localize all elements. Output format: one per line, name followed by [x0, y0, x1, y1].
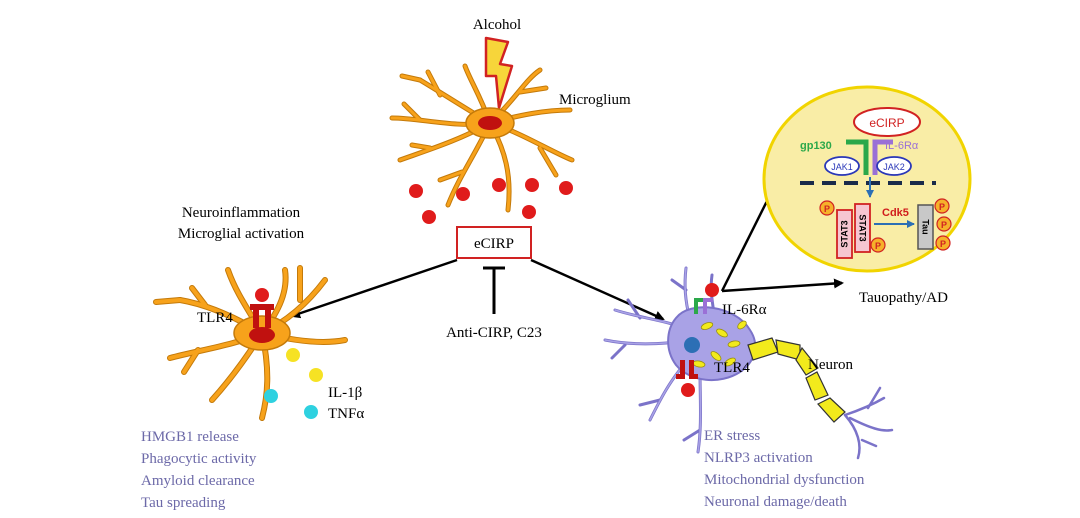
tlr4-receptor-neuron-icon — [676, 360, 698, 379]
neuroinflammation-label: Neuroinflammation — [182, 205, 301, 221]
inset-ecirp-oval — [853, 107, 921, 137]
neuron-effect-item: Mitochondrial dysfunction — [704, 472, 865, 488]
ecirp-bound-dot — [705, 283, 719, 297]
ecirp-bound-dot — [255, 288, 269, 302]
neuron-effect-item: NLRP3 activation — [704, 450, 813, 466]
neuron-effect-item: ER stress — [704, 428, 760, 444]
ecirp-box — [456, 226, 532, 259]
il6ra-receptor-icon — [872, 139, 893, 175]
tau-label: Tau — [921, 219, 931, 234]
jak1-label: JAK1 — [831, 162, 853, 172]
tlr4-microglia-label: TLR4 — [197, 310, 233, 326]
il6r-receptor-neuron-icon — [694, 298, 713, 314]
inset-ecirp-label: eCIRP — [869, 116, 904, 130]
neuron-effect-item: Neuronal damage/death — [704, 494, 847, 510]
cytokine-dot-cyan — [304, 405, 318, 419]
ecirp-box-label: eCIRP — [474, 236, 514, 252]
stat3-box — [836, 209, 853, 259]
alcohol-label: Alcohol — [473, 17, 521, 33]
anti-cirp-label: Anti-CIRP, C23 — [446, 325, 542, 341]
cytokine-dot-yellow — [286, 348, 300, 362]
jak1-oval — [824, 156, 860, 176]
phospho-label: P — [941, 220, 947, 230]
phospho-label: P — [824, 204, 830, 214]
phospho-stat3: P P — [819, 200, 886, 253]
cytokine-dot-cyan — [264, 389, 278, 403]
il6ra-neuron-label: IL-6Rα — [722, 302, 767, 318]
tnfa-label: TNFα — [328, 406, 364, 422]
microglia-effect-item: Amyloid clearance — [141, 473, 255, 489]
phospho-label: P — [940, 239, 946, 249]
jak2-oval — [876, 156, 912, 176]
phospho-label: P — [875, 241, 881, 251]
microglium-label: Microglium — [559, 92, 631, 108]
ecirp-bound-dot — [681, 383, 695, 397]
microglia-effects-list: HMGB1 release Phagocytic activity Amyloi… — [141, 429, 257, 511]
microglia-effect-item: Phagocytic activity — [141, 451, 257, 467]
inset-il6ra-label: IL-6Rα — [885, 140, 919, 152]
phospho-tau: P P P — [934, 198, 952, 251]
arrow-to-tauopathy — [721, 278, 844, 293]
microglia-effect-item: HMGB1 release — [141, 429, 239, 445]
ecirp-dots — [409, 178, 573, 224]
microglia-effect-item: Tau spreading — [141, 495, 226, 511]
il1b-label: IL-1β — [328, 385, 362, 401]
arrow-to-neuron — [530, 258, 665, 321]
stat3-label: STAT3 — [840, 220, 850, 247]
tlr4-neuron-label: TLR4 — [714, 360, 750, 376]
phospho-label: P — [939, 202, 945, 212]
activated-microglia-nucleus — [249, 327, 275, 343]
tauopathy-label: Tauopathy/AD — [859, 290, 948, 306]
microglium-nucleus — [478, 116, 502, 130]
neuron-nucleus — [684, 337, 700, 353]
cytokine-dot-yellow — [309, 368, 323, 382]
gp130-label: gp130 — [800, 140, 832, 152]
arrow-to-microglia — [290, 258, 458, 319]
stat3-box — [854, 203, 871, 253]
axon-terminals — [843, 386, 894, 460]
stat3-label: STAT3 — [858, 214, 868, 241]
er-organelles — [692, 320, 747, 368]
jak2-label: JAK2 — [883, 162, 905, 172]
gp130-receptor-icon — [846, 139, 869, 175]
microglial-activation-label: Microglial activation — [178, 226, 305, 242]
neuron-label: Neuron — [808, 357, 853, 373]
tau-box — [917, 204, 934, 250]
lightning-bolt-icon — [484, 36, 514, 110]
arrow-to-signaling-inset — [720, 185, 776, 292]
neuron-axon — [747, 337, 846, 423]
tlr4-receptor-microglia-icon — [250, 304, 274, 328]
cdk5-label: Cdk5 — [882, 207, 909, 219]
neuron-effects-list: ER stress NLRP3 activation Mitochondrial… — [704, 428, 865, 510]
